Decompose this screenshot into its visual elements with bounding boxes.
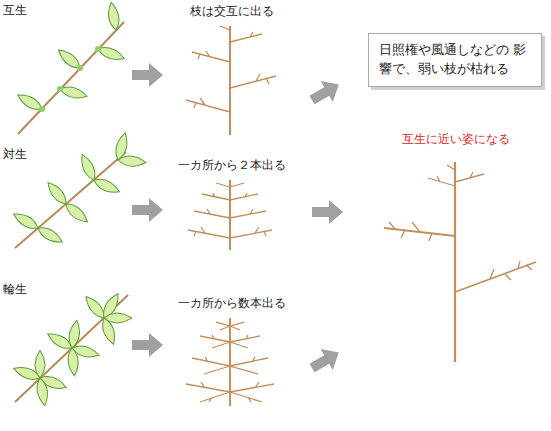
leaf-type-label: 互生 bbox=[3, 3, 27, 17]
branch-note: 一カ所から２本出る bbox=[178, 158, 286, 172]
opposite-branches bbox=[188, 180, 272, 250]
alternate-branches bbox=[186, 26, 276, 135]
note-text: 日照権や風通しなどの 影響で、弱い枝が枯れる bbox=[379, 41, 531, 79]
note-box: 日照権や風通しなどの 影響で、弱い枝が枯れる bbox=[368, 33, 542, 87]
leaf-type-label: 輪生 bbox=[3, 282, 27, 296]
gray-arrow bbox=[132, 63, 345, 378]
branch-note: 一カ所から数本出る bbox=[178, 296, 286, 310]
whorled-leaves bbox=[12, 291, 132, 406]
result-note: 互生に近い姿になる bbox=[402, 132, 510, 146]
alternate-leaves bbox=[15, 2, 126, 134]
opposite-leaves bbox=[11, 132, 146, 248]
resulting-tree bbox=[384, 162, 536, 362]
whorled-branches bbox=[186, 318, 274, 406]
leaf-type-label: 対生 bbox=[3, 147, 27, 161]
branch-note: 枝は交互に出る bbox=[190, 4, 274, 18]
